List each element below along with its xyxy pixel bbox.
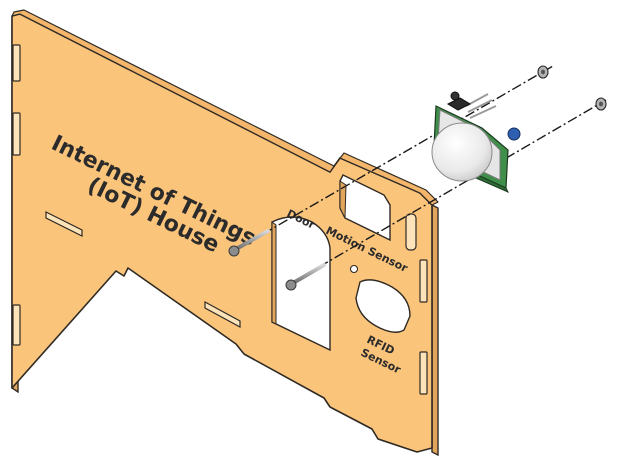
washer-icon — [537, 65, 549, 79]
screw-icon — [285, 263, 326, 291]
assembly-axes — [231, 65, 607, 286]
panel-slots-left — [12, 44, 241, 346]
pir-dome — [431, 122, 493, 182]
pir-sensor-icon — [431, 91, 521, 194]
door-opening — [271, 216, 331, 352]
panel-slots-right — [405, 213, 428, 395]
washer-icon — [595, 97, 607, 111]
panel-top-edge — [11, 9, 439, 206]
mounting-hole — [349, 264, 359, 274]
screw-icon — [228, 229, 270, 257]
rfid-opening — [355, 279, 411, 333]
